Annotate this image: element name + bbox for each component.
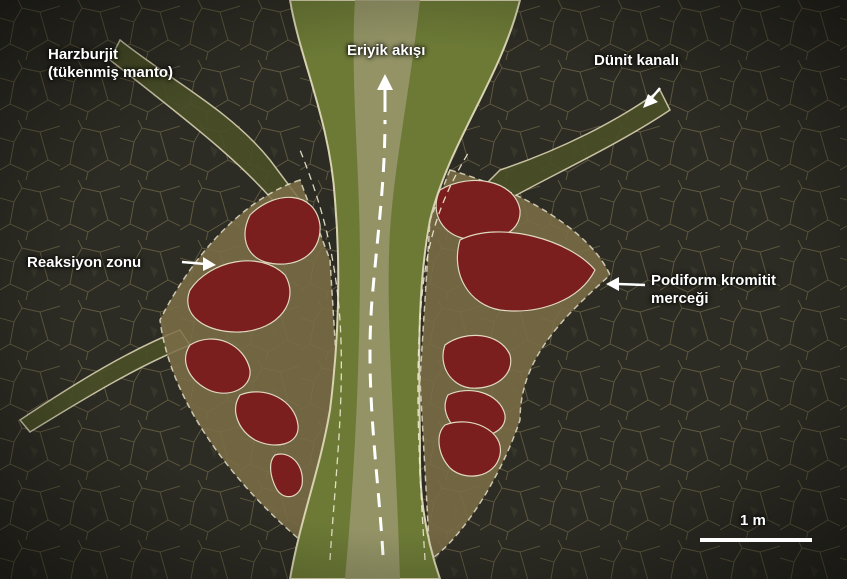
chromitite-label: Podiform kromitit merceği <box>651 272 776 308</box>
harzburgite-label-line2: (tükenmiş manto) <box>48 64 173 82</box>
melt-flow-label: Eriyik akışı <box>347 42 425 60</box>
harzburgite-label-line1: Harzburjit <box>48 46 173 64</box>
dunite-channel-label: Dünit kanalı <box>594 52 679 70</box>
scale-label: 1 m <box>740 512 766 530</box>
harzburgite-label: Harzburjit (tükenmiş manto) <box>48 46 173 82</box>
chromitite-label-line2: merceği <box>651 290 776 308</box>
reaction-zone-label: Reaksiyon zonu <box>27 254 141 272</box>
chromitite-label-line1: Podiform kromitit <box>651 272 776 290</box>
